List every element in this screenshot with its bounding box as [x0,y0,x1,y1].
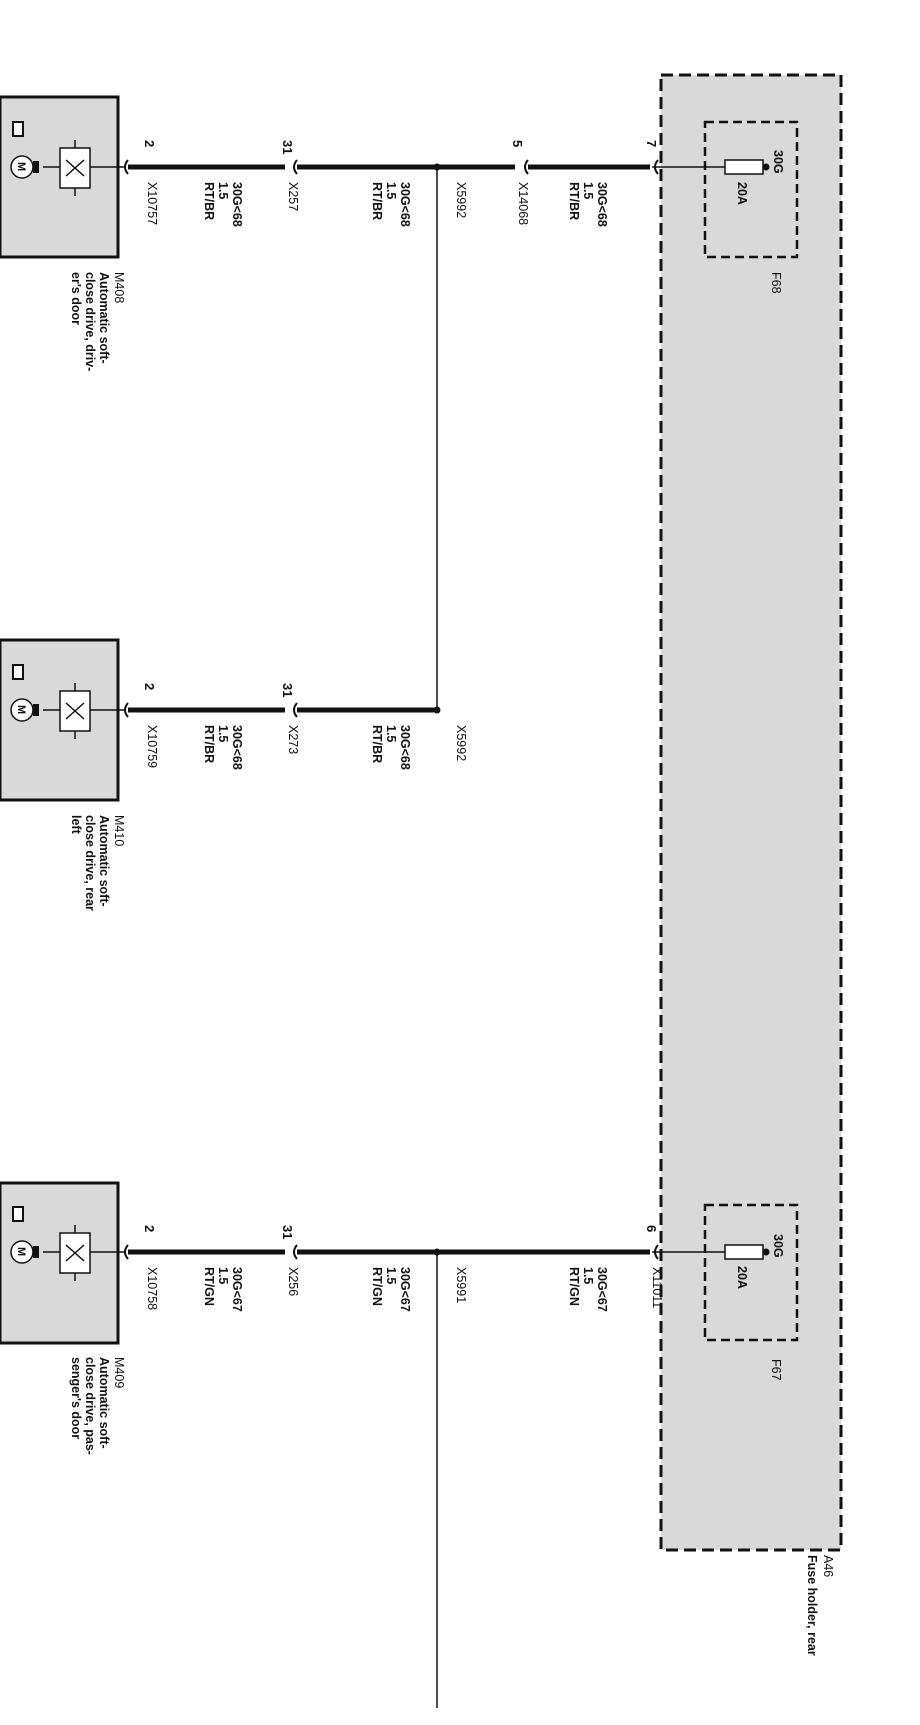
motor-id: M410 [112,815,126,846]
wire-gauge: 1.5 [384,725,398,742]
motor-desc-line: left [69,815,83,835]
wire-color: RT/BR [202,725,216,763]
pin-label: 2 [142,683,157,690]
pin-label: 6 [644,1225,659,1232]
fuse-f67 [652,1203,799,1342]
motor-desc-line: close drive, pas- [83,1357,97,1455]
wire-gauge: 1.5 [581,1267,595,1284]
wire-gauge: 1.5 [384,182,398,199]
wire-signal: 30G<68 [398,725,412,770]
wire-signal: 30G<68 [398,182,412,227]
pin-label: 2 [142,140,157,147]
fuse-f68-terminal: 30G [771,150,785,174]
splice-dot [433,706,441,714]
wire-color: RT/BR [370,182,384,220]
pin-label: 31 [280,683,295,697]
pin-label: 5 [510,140,525,147]
motor-symbol-letter: M [15,1247,27,1256]
motor-m410 [0,638,125,802]
wire-signal: 30G<67 [398,1267,412,1312]
wire-signal: 30G<67 [595,1267,609,1312]
wire-color: RT/BR [567,182,581,220]
fuse-f67-id: F67 [769,1359,783,1381]
wire-color: RT/GN [567,1267,581,1306]
wire-signal: 30G<68 [230,725,244,770]
splice-label: X5992 [454,182,468,218]
fuse-f67-element [724,1244,764,1260]
pin-label: 31 [280,140,295,154]
splice-dot [433,163,441,171]
splice-label: X5991 [454,1267,468,1303]
wire-color: RT/BR [370,725,384,763]
motor-symbol-letter: M [15,705,27,714]
fuse-f67-rating: 20A [735,1266,749,1289]
wire-signal: 30G<67 [230,1267,244,1312]
connector-label: X11011 [650,1267,664,1308]
connector-label: X14068 [516,182,530,225]
connector-hooks [124,159,659,1260]
splice-label: X5992 [454,725,468,761]
fuse-f68 [652,120,799,259]
fuse-f67-terminal: 30G [771,1234,785,1258]
motor-m408 [0,95,125,259]
wire-signal: 30G<68 [230,182,244,227]
pin-label: 31 [280,1225,295,1239]
motor-desc-line: Automatic soft- [97,272,111,364]
connector-label: X10757 [145,182,159,225]
motor-m409 [0,1181,125,1345]
fuse-f68-element [724,159,764,175]
wire-signal: 30G<68 [595,182,609,227]
fuse-holder-name: Fuse holder, rear [805,1555,819,1656]
motor-id: M408 [112,272,126,303]
wire-gauge: 1.5 [216,725,230,742]
motor-desc-line: senger's door [69,1357,83,1439]
motor-desc-line: Automatic soft- [97,1357,111,1449]
wire-color: RT/BR [202,182,216,220]
fuse-f68-id: F68 [769,272,783,294]
motor-desc-line: close drive, rear [83,815,97,911]
connector-label: X10758 [145,1267,159,1310]
fuse-f68-rating: 20A [735,182,749,205]
connector-label: X256 [286,1267,300,1296]
motor-desc-line: er's door [69,272,83,325]
motor-desc-line: Automatic soft- [97,815,111,907]
motor-id: M409 [112,1357,126,1388]
wire-gauge: 1.5 [384,1267,398,1284]
fuse-holder-id: A46 [821,1555,835,1577]
connector-label: X10759 [145,725,159,768]
connector-label: X257 [286,182,300,211]
splice-dot [433,1248,441,1256]
pin-label: 7 [644,140,659,147]
connector-label: X273 [286,725,300,754]
wire-gauge: 1.5 [216,1267,230,1284]
motor-symbol-letter: M [15,162,27,171]
motor-desc-line: close drive, driv- [83,272,97,371]
wire-gauge: 1.5 [216,182,230,199]
wire-color: RT/GN [370,1267,384,1306]
wire-gauge: 1.5 [581,182,595,199]
wire-color: RT/GN [202,1267,216,1306]
pin-label: 2 [142,1225,157,1232]
